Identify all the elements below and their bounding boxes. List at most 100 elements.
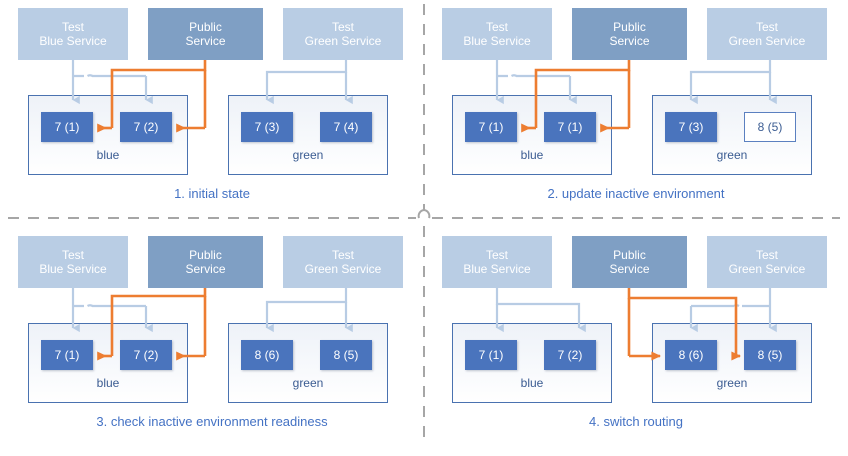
pod-green-1[interactable]: 8 (6) [241, 340, 293, 370]
public-routing-group [534, 60, 631, 128]
pod-green-2[interactable]: 8 (5) [744, 340, 796, 370]
panel-2: Test Blue Service Public Service Test Gr… [424, 0, 848, 228]
panel-1-connectors [71, 60, 353, 133]
pod-green-1[interactable]: 7 (3) [665, 112, 717, 142]
pod-green-1[interactable]: 7 (3) [241, 112, 293, 142]
pod-blue-2[interactable]: 7 (2) [544, 340, 596, 370]
pod-green-2[interactable]: 8 (5) [320, 340, 372, 370]
service-label-line2: Blue Service [39, 262, 107, 276]
test-green-service-label: Test Green Service [305, 248, 382, 276]
environment-label-green: green [716, 376, 748, 390]
environment-blue: blue [452, 323, 612, 403]
public-service-label: Public Service [185, 248, 225, 276]
test-blue-service-label: Test Blue Service [463, 20, 530, 48]
panel-4: Test Blue Service Public Service Test Gr… [424, 228, 848, 456]
panel-caption-3: 3. check inactive environment readiness [96, 414, 328, 429]
test-blue-service-label: Test Blue Service [39, 248, 106, 276]
environment-label-blue: blue [96, 148, 120, 162]
service-label-line2: Green Service [304, 34, 382, 48]
test-green-arrow-group [689, 288, 772, 314]
service-label-line1: Public [189, 20, 222, 34]
public-service-box[interactable]: Public Service [148, 236, 263, 288]
environment-label-green: green [716, 148, 748, 162]
pod-blue-1[interactable]: 7 (1) [465, 340, 517, 370]
test-blue-arrow-group [71, 60, 148, 84]
service-label-line2: Blue Service [463, 262, 531, 276]
service-label-line2: Green Service [728, 34, 806, 48]
test-blue-arrow-group [71, 288, 148, 314]
test-green-service-box[interactable]: Test Green Service [283, 8, 403, 60]
divider-hop-arc [417, 208, 431, 219]
service-label-line2: Blue Service [39, 34, 107, 48]
pod-green-1[interactable]: 8 (6) [665, 340, 717, 370]
service-label-line1: Public [613, 20, 646, 34]
environment-label-blue: blue [520, 376, 544, 390]
test-green-arrow-group [265, 60, 348, 84]
panel-caption-4: 4. switch routing [589, 414, 683, 429]
service-label-line1: Public [613, 248, 646, 262]
test-green-service-label: Test Green Service [729, 20, 806, 48]
pod-blue-2[interactable]: 7 (1) [544, 112, 596, 142]
test-blue-service-label: Test Blue Service [39, 20, 106, 48]
pod-blue-1[interactable]: 7 (1) [465, 112, 517, 142]
service-label-line1: Test [331, 20, 354, 34]
service-label-line2: Service [609, 34, 650, 48]
test-blue-service-label: Test Blue Service [463, 248, 530, 276]
public-service-box[interactable]: Public Service [148, 8, 263, 60]
test-blue-service-box[interactable]: Test Blue Service [442, 8, 552, 60]
test-blue-arrow-group [495, 288, 581, 314]
service-label-line2: Service [185, 34, 226, 48]
panel-caption-1: 1. initial state [174, 186, 250, 201]
service-label-line2: Green Service [304, 262, 382, 276]
test-green-arrow-group [689, 60, 772, 84]
service-label-line1: Public [189, 248, 222, 262]
public-service-label: Public Service [609, 20, 649, 48]
test-green-service-box[interactable]: Test Green Service [707, 236, 827, 288]
test-green-arrow-group [265, 288, 348, 314]
service-label-line2: Service [185, 262, 226, 276]
pod-green-2[interactable]: 7 (4) [320, 112, 372, 142]
test-blue-service-box[interactable]: Test Blue Service [18, 236, 128, 288]
panel-4-connectors [495, 288, 777, 361]
public-routing-group [110, 288, 207, 356]
service-label-line1: Test [485, 20, 508, 34]
test-green-service-box[interactable]: Test Green Service [283, 236, 403, 288]
test-green-service-label: Test Green Service [729, 248, 806, 276]
public-routing-group [110, 60, 207, 128]
test-blue-service-box[interactable]: Test Blue Service [18, 8, 128, 60]
panel-caption-2: 2. update inactive environment [547, 186, 725, 201]
service-label-line2: Service [609, 262, 650, 276]
service-label-line2: Blue Service [463, 34, 531, 48]
service-label-line1: Test [61, 20, 84, 34]
panel-3-connectors [71, 288, 353, 361]
pod-blue-1[interactable]: 7 (1) [41, 112, 93, 142]
public-service-label: Public Service [609, 248, 649, 276]
panel-1: Test Blue Service Public Service Test Gr… [0, 0, 424, 228]
panel-2-connectors [495, 60, 777, 133]
environment-label-blue: blue [96, 376, 120, 390]
test-green-service-label: Test Green Service [305, 20, 382, 48]
environment-label-green: green [292, 148, 324, 162]
pod-blue-1[interactable]: 7 (1) [41, 340, 93, 370]
service-label-line2: Green Service [728, 262, 806, 276]
test-green-service-box[interactable]: Test Green Service [707, 8, 827, 60]
pod-green-2[interactable]: 8 (5) [744, 112, 796, 142]
panel-3: Test Blue Service Public Service Test Gr… [0, 228, 424, 456]
test-blue-service-box[interactable]: Test Blue Service [442, 236, 552, 288]
pod-blue-2[interactable]: 7 (2) [120, 112, 172, 142]
service-label-line1: Test [61, 248, 84, 262]
public-service-box[interactable]: Public Service [572, 8, 687, 60]
public-service-label: Public Service [185, 20, 225, 48]
environment-label-green: green [292, 376, 324, 390]
public-routing-group [627, 288, 738, 356]
pod-blue-2[interactable]: 7 (2) [120, 340, 172, 370]
service-label-line1: Test [755, 20, 778, 34]
test-blue-arrow-group [495, 60, 572, 84]
panel-dividers [8, 4, 840, 446]
environment-label-blue: blue [520, 148, 544, 162]
service-label-line1: Test [331, 248, 354, 262]
public-service-box[interactable]: Public Service [572, 236, 687, 288]
service-label-line1: Test [755, 248, 778, 262]
